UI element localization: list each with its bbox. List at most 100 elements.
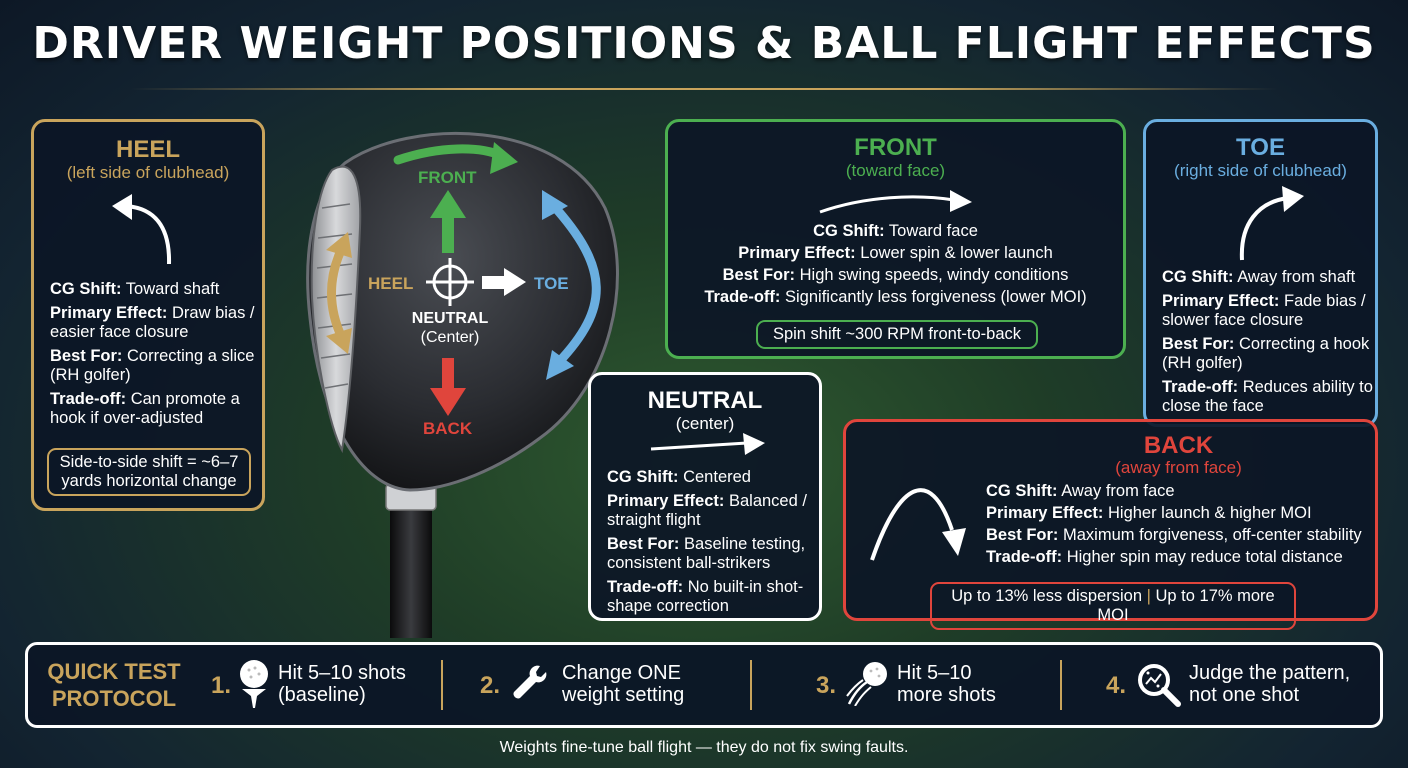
driver-clubhead-illustration xyxy=(306,131,619,638)
step-separator xyxy=(441,660,443,710)
club-label-toe: TOE xyxy=(534,274,569,293)
wrench-icon xyxy=(513,665,547,699)
step-2-number: 2. xyxy=(480,672,501,699)
heel-trade: Can promote a hook if over-adjusted xyxy=(50,390,240,427)
club-label-front: FRONT xyxy=(418,168,477,187)
step-4-line-1: Judge the pattern, xyxy=(1189,662,1351,684)
step-2-line-2: weight setting xyxy=(562,684,685,706)
back-high-arc-arrow-icon xyxy=(870,488,966,561)
step-1-line-1: Hit 5–10 shots xyxy=(278,662,406,684)
back-facts: CG Shift: Away from face Primary Effect:… xyxy=(986,482,1376,570)
front-trade: Significantly less forgiveness (lower MO… xyxy=(785,288,1087,306)
neutral-panel: NEUTRAL (center) CG Shift: Centered Prim… xyxy=(588,372,822,621)
back-best-label: Best For: xyxy=(986,526,1059,544)
heel-curve-arrow-icon xyxy=(112,194,172,265)
back-note-dispersion: Up to 13% less dispersion xyxy=(951,587,1143,605)
back-panel: BACK (away from face) CG Shift: Away fro… xyxy=(843,419,1378,630)
back-effect: Higher launch & higher MOI xyxy=(1107,504,1312,522)
step-3-text: Hit 5–10 more shots xyxy=(897,662,996,706)
toe-effect: Fade bias / slower face closure xyxy=(1162,292,1366,329)
step-separator xyxy=(750,660,752,710)
front-best: High swing speeds, windy conditions xyxy=(799,266,1069,284)
back-note-separator: | xyxy=(1146,587,1151,605)
toe-best-label: Best For: xyxy=(1162,335,1235,353)
neutral-effect: Balanced / straight flight xyxy=(607,492,807,529)
front-cg-label: CG Shift: xyxy=(813,222,885,240)
back-best: Maximum forgiveness, off-center stabilit… xyxy=(1063,526,1362,544)
neutral-trade: No built-in shot-shape correction xyxy=(607,578,804,615)
title-divider xyxy=(130,88,1278,90)
step-4-line-2: not one shot xyxy=(1189,684,1300,706)
heel-subtitle: (left side of clubhead) xyxy=(66,163,230,182)
neutral-title: NEUTRAL xyxy=(647,387,763,414)
neutral-trade-label: Trade-off: xyxy=(607,578,684,596)
step-1-text: Hit 5–10 shots (baseline) xyxy=(278,662,406,706)
front-subtitle: (toward face) xyxy=(845,161,946,180)
back-effect-label: Primary Effect: xyxy=(986,504,1104,522)
back-title: BACK xyxy=(1143,432,1214,459)
club-label-center: (Center) xyxy=(420,329,480,346)
heel-title: HEEL xyxy=(115,136,180,163)
toe-trade-label: Trade-off: xyxy=(1162,378,1239,396)
heel-effect-label: Primary Effect: xyxy=(50,304,168,322)
neutral-effect-label: Primary Effect: xyxy=(607,492,725,510)
front-effect: Lower spin & lower launch xyxy=(860,244,1053,262)
front-effect-label: Primary Effect: xyxy=(738,244,856,262)
toe-facts: CG Shift: Away from shaft Primary Effect… xyxy=(1162,268,1376,421)
heel-best-label: Best For: xyxy=(50,347,123,365)
heel-cg-label: CG Shift: xyxy=(50,280,122,298)
front-cg: Toward face xyxy=(888,222,978,240)
front-trade-label: Trade-off: xyxy=(704,288,781,306)
step-4-number: 4. xyxy=(1106,672,1127,699)
heel-note: Side-to-side shift = ~6–7 yards horizont… xyxy=(47,448,251,496)
neutral-best-label: Best For: xyxy=(607,535,680,553)
step-3-number: 3. xyxy=(816,672,837,699)
back-trade: Higher spin may reduce total distance xyxy=(1066,548,1343,566)
heel-double-arrow xyxy=(327,243,347,343)
step-2-text: Change ONE weight setting xyxy=(562,662,684,706)
neutral-facts: CG Shift: Centered Primary Effect: Balan… xyxy=(607,468,819,621)
club-label-heel: HEEL xyxy=(368,274,414,293)
back-subtitle: (away from face) xyxy=(1115,458,1242,477)
step-2-line-1: Change ONE xyxy=(562,662,681,684)
neutral-straight-arrow-icon xyxy=(650,433,765,455)
club-head-crown xyxy=(306,131,619,492)
toe-subtitle: (right side of clubhead) xyxy=(1174,161,1347,180)
toe-panel: TOE (right side of clubhead) CG Shift: A… xyxy=(1143,119,1378,427)
neutral-cg: Centered xyxy=(683,468,751,486)
neutral-cg-label: CG Shift: xyxy=(607,468,679,486)
club-label-back: BACK xyxy=(423,419,473,438)
toe-curve-arrow-icon xyxy=(1239,186,1304,261)
heel-trade-label: Trade-off: xyxy=(50,390,127,408)
toe-best: Correcting a hook (RH golfer) xyxy=(1162,335,1370,372)
back-cg: Away from face xyxy=(1061,482,1175,500)
toe-trade: Reduces ability to close the face xyxy=(1162,378,1373,415)
front-best-label: Best For: xyxy=(722,266,796,284)
step-separator xyxy=(1060,660,1062,710)
toe-double-arrow xyxy=(547,199,601,368)
front-title: FRONT xyxy=(854,134,937,161)
step-4-text: Judge the pattern, not one shot xyxy=(1189,662,1350,706)
step-3-line-1: Hit 5–10 xyxy=(897,662,972,684)
club-shaft xyxy=(390,508,432,638)
heel-facts: CG Shift: Toward shaft Primary Effect: D… xyxy=(50,280,260,433)
golf-ball-motion-icon xyxy=(846,662,887,706)
page-title: DRIVER WEIGHT POSITIONS & BALL FLIGHT EF… xyxy=(32,18,1376,69)
front-flight-arrow-icon xyxy=(819,190,972,214)
front-facts: CG Shift: Toward face Primary Effect: Lo… xyxy=(668,222,1123,310)
heel-panel: HEEL (left side of clubhead) CG Shift: T… xyxy=(31,119,265,511)
toe-cg: Away from shaft xyxy=(1237,268,1356,286)
protocol-label-2: PROTOCOL xyxy=(51,686,177,711)
toe-cg-label: CG Shift: xyxy=(1162,268,1234,286)
front-note: Spin shift ~300 RPM front-to-back xyxy=(756,320,1038,349)
club-label-neutral: NEUTRAL xyxy=(411,310,489,327)
step-1-line-2: (baseline) xyxy=(278,684,366,706)
back-cg-label: CG Shift: xyxy=(986,482,1058,500)
neutral-crosshair-icon xyxy=(426,258,474,306)
toe-right-arrow xyxy=(504,268,526,296)
front-up-arrow xyxy=(430,190,466,218)
back-note-moi: Up to 17% more MOI xyxy=(1097,587,1275,624)
heel-effect: Draw bias / easier face closure xyxy=(50,304,255,341)
footer-disclaimer: Weights fine-tune ball flight — they do … xyxy=(499,739,909,756)
step-3-line-2: more shots xyxy=(897,684,996,706)
